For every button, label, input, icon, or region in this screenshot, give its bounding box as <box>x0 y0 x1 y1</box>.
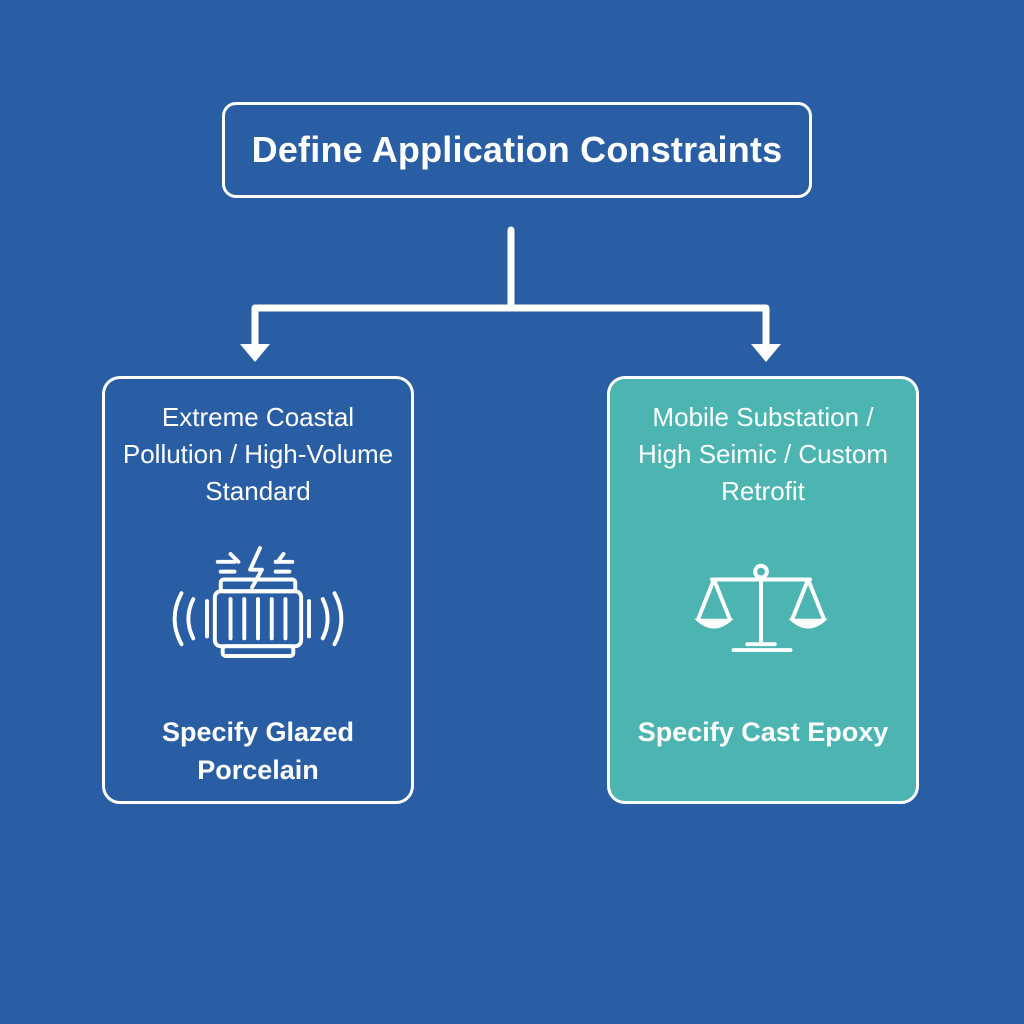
branch-card-porcelain: Extreme Coastal Pollution / High-Volume … <box>102 376 414 804</box>
branch-result-label: Specify Glazed Porcelain <box>161 717 355 785</box>
branch-card-epoxy: Mobile Substation / High Seimic / Custom… <box>607 376 919 804</box>
root-node: Define Application Constraints <box>222 102 812 198</box>
branch-condition-label: Mobile Substation / High Seimic / Custom… <box>638 402 888 506</box>
transformer-icon <box>172 546 344 658</box>
branch-condition-label: Extreme Coastal Pollution / High-Volume … <box>122 402 394 506</box>
root-node-label: Define Application Constraints <box>251 129 783 170</box>
arrow-head-left <box>240 344 270 362</box>
arrow-head-right <box>751 344 781 362</box>
balance-scale-icon <box>694 563 828 653</box>
branch-result-label: Specify Cast Epoxy <box>637 717 889 747</box>
